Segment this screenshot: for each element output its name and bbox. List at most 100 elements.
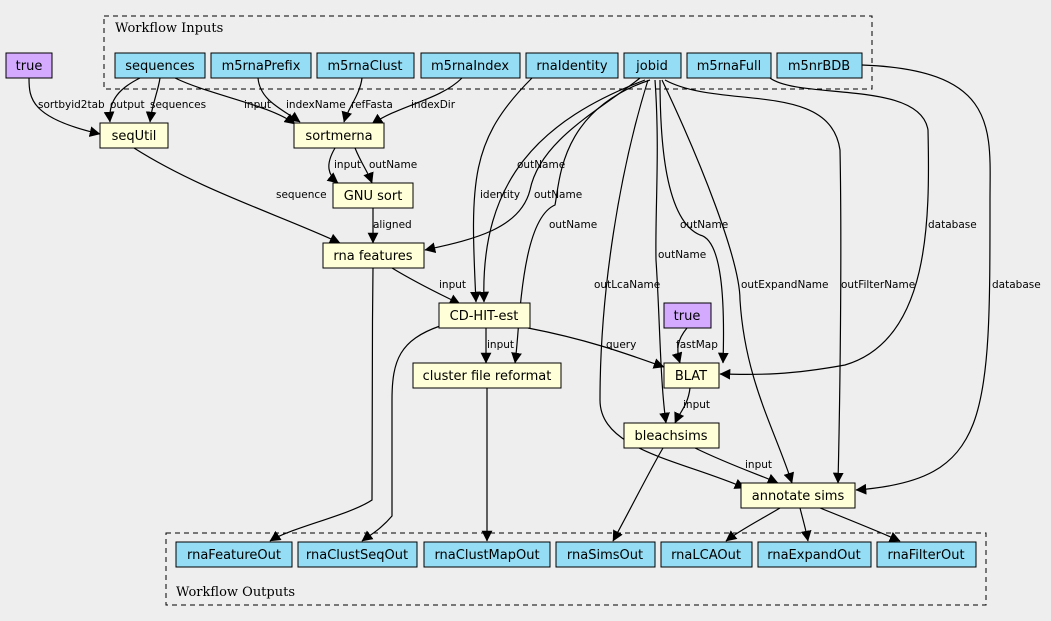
node-m5rnaclust-label: m5rnaClust bbox=[327, 59, 402, 74]
edge-sequences-sequtil-sequences bbox=[145, 77, 161, 123]
node-m5nrbdb[interactable]: m5nrBDB bbox=[776, 52, 863, 79]
edge-ann-filter bbox=[819, 507, 901, 542]
node-rnalcaout-label: rnaLCAOut bbox=[671, 548, 741, 563]
node-annotate-sims[interactable]: annotate sims bbox=[740, 482, 856, 509]
edge-identity-cdhit bbox=[470, 77, 533, 303]
edge-label-sortbyid2tab: sortbyid2tab bbox=[38, 99, 105, 111]
node-rnaexpandout-label: rnaExpandOut bbox=[767, 548, 861, 563]
edge-label-input-bleach: input bbox=[683, 399, 710, 411]
edge-label-indexdir: indexDir bbox=[411, 99, 456, 111]
edge-sortmerna-gnu-outname bbox=[354, 147, 374, 184]
node-true-1[interactable]: true bbox=[5, 52, 53, 79]
node-cdhit-est[interactable]: CD-HIT-est bbox=[438, 302, 531, 329]
edge-prefix-sortmerna bbox=[257, 77, 301, 123]
node-sequtil-label: seqUtil bbox=[112, 129, 157, 144]
edge-label-aligned: aligned bbox=[373, 219, 412, 231]
node-blat[interactable]: BLAT bbox=[663, 362, 720, 389]
edge-ann-lca bbox=[725, 507, 781, 542]
edge-true-sequtil bbox=[28, 77, 101, 137]
output-nodes: rnaFeatureOut rnaClustSeqOut rnaClustMap… bbox=[175, 541, 977, 568]
node-rnaclustseqout-label: rnaClustSeqOut bbox=[306, 548, 408, 563]
edge-cdhit-clustseq bbox=[361, 325, 441, 542]
node-cluster-file-reformat[interactable]: cluster file reformat bbox=[412, 362, 562, 389]
node-gnu-sort[interactable]: GNU sort bbox=[332, 182, 414, 209]
step-nodes: seqUtil sortmerna GNU sort rna features … bbox=[99, 122, 856, 509]
workflow-outputs-cluster: Workflow Outputs bbox=[165, 532, 987, 606]
node-sortmerna-label: sortmerna bbox=[305, 129, 372, 144]
edge-label-input-gnu: input bbox=[334, 159, 361, 171]
edges bbox=[28, 64, 991, 542]
edge-label-outexpandname: outExpandName bbox=[741, 279, 828, 291]
node-rnaclustmapout-label: rnaClustMapOut bbox=[434, 548, 539, 563]
workflow-inputs-title: Workflow Inputs bbox=[115, 21, 223, 36]
node-m5rnaindex-label: m5rnaIndex bbox=[431, 59, 509, 74]
edge-label-fastmap: fastMap bbox=[676, 339, 718, 351]
edge-label-input-cd: input bbox=[439, 279, 466, 291]
node-rnaidentity-label: rnaIdentity bbox=[536, 59, 607, 74]
node-annotate-sims-label: annotate sims bbox=[752, 489, 845, 504]
node-cdhit-est-label: CD-HIT-est bbox=[450, 309, 519, 324]
node-rnaidentity[interactable]: rnaIdentity bbox=[525, 52, 619, 79]
edge-jobid-ann-filter bbox=[664, 79, 844, 484]
node-m5rnaclust[interactable]: m5rnaClust bbox=[316, 52, 415, 79]
edge-label-identity: identity bbox=[480, 189, 520, 201]
workflow-inputs-cluster: Workflow Inputs bbox=[103, 15, 873, 90]
constant-nodes: true true bbox=[5, 52, 712, 329]
edge-label-outname-blat: outName bbox=[680, 219, 728, 231]
node-true-2[interactable]: true bbox=[663, 302, 712, 329]
edge-label-sequences: sequences bbox=[150, 99, 206, 111]
node-m5rnafull-label: m5rnaFull bbox=[697, 59, 762, 74]
node-true-2-label: true bbox=[674, 309, 701, 324]
workflow-outputs-title: Workflow Outputs bbox=[176, 585, 295, 600]
node-rnasimsout-label: rnaSimsOut bbox=[567, 548, 643, 563]
edge-label-outfiltername: outFilterName bbox=[841, 279, 915, 291]
edge-label-indexname: indexName bbox=[286, 99, 346, 111]
edge-label-input-sortmerna: input bbox=[244, 99, 271, 111]
edge-bleach-sims bbox=[612, 447, 664, 542]
node-rna-features[interactable]: rna features bbox=[322, 242, 425, 269]
node-gnu-sort-label: GNU sort bbox=[344, 189, 403, 204]
node-rnaclustseqout[interactable]: rnaClustSeqOut bbox=[297, 541, 418, 568]
edge-cdhit-blat bbox=[527, 327, 665, 369]
node-m5rnafull[interactable]: m5rnaFull bbox=[686, 52, 772, 79]
edge-labels: sortbyid2tab output sequences input inde… bbox=[38, 99, 1041, 471]
edge-label-query: query bbox=[606, 339, 636, 351]
edge-blat-bleach bbox=[674, 387, 691, 424]
node-rnalcaout[interactable]: rnaLCAOut bbox=[660, 541, 753, 568]
edge-label-outname-cd: outName bbox=[534, 189, 582, 201]
edge-jobid-ann-expand bbox=[661, 79, 795, 484]
node-rnaclustmapout[interactable]: rnaClustMapOut bbox=[423, 541, 551, 568]
edge-label-input-cfr: input bbox=[487, 339, 514, 351]
node-m5rnaprefix[interactable]: m5rnaPrefix bbox=[210, 52, 312, 79]
edge-jobid-bleach bbox=[654, 79, 670, 424]
node-true-1-label: true bbox=[16, 59, 43, 74]
node-blat-label: BLAT bbox=[675, 369, 707, 384]
edge-label-reffasta: refFasta bbox=[351, 99, 393, 111]
node-sequences-label: sequences bbox=[125, 59, 195, 74]
edge-label-outname-gnu: outName bbox=[369, 159, 417, 171]
edge-label-outname-bleach: outName bbox=[658, 249, 706, 261]
edge-label-database-blat: database bbox=[928, 219, 977, 231]
node-m5rnaprefix-label: m5rnaPrefix bbox=[222, 59, 301, 74]
node-rna-features-label: rna features bbox=[333, 249, 412, 264]
node-rnasimsout[interactable]: rnaSimsOut bbox=[555, 541, 656, 568]
node-rnaexpandout[interactable]: rnaExpandOut bbox=[757, 541, 872, 568]
node-rnafilterout-label: rnaFilterOut bbox=[887, 548, 964, 563]
node-rnafilterout[interactable]: rnaFilterOut bbox=[876, 541, 977, 568]
node-jobid[interactable]: jobid bbox=[623, 52, 682, 79]
edge-ann-expand bbox=[799, 507, 812, 542]
edge-sortmerna-gnu-input bbox=[326, 147, 339, 184]
node-sequtil[interactable]: seqUtil bbox=[99, 122, 169, 149]
edge-index-sortmerna bbox=[371, 77, 463, 125]
node-sortmerna[interactable]: sortmerna bbox=[293, 122, 385, 149]
node-m5rnaindex[interactable]: m5rnaIndex bbox=[420, 52, 521, 79]
node-bleachsims[interactable]: bleachsims bbox=[623, 422, 720, 449]
edge-label-outlcaname: outLcaName bbox=[594, 279, 660, 291]
edge-rnafeatures-cdhit bbox=[391, 267, 461, 305]
node-sequences[interactable]: sequences bbox=[114, 52, 206, 79]
edge-true2-blat bbox=[671, 327, 688, 364]
edge-sequtil-rnafeatures bbox=[133, 147, 341, 244]
node-rnafeatureout[interactable]: rnaFeatureOut bbox=[175, 541, 293, 568]
edge-bleach-ann bbox=[694, 447, 779, 484]
